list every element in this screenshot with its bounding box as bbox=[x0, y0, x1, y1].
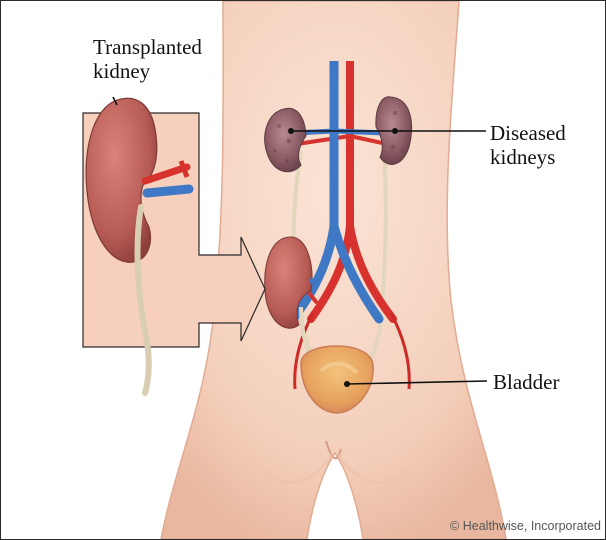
transplanted-kidney-label: Transplanted kidney bbox=[93, 35, 202, 83]
diseased-kidneys-label: Diseased kidneys bbox=[490, 121, 566, 169]
diseased-kidney-left bbox=[265, 108, 306, 172]
bladder-label: Bladder bbox=[493, 370, 559, 394]
copyright-credit: © Healthwise, Incorporated bbox=[450, 519, 601, 533]
